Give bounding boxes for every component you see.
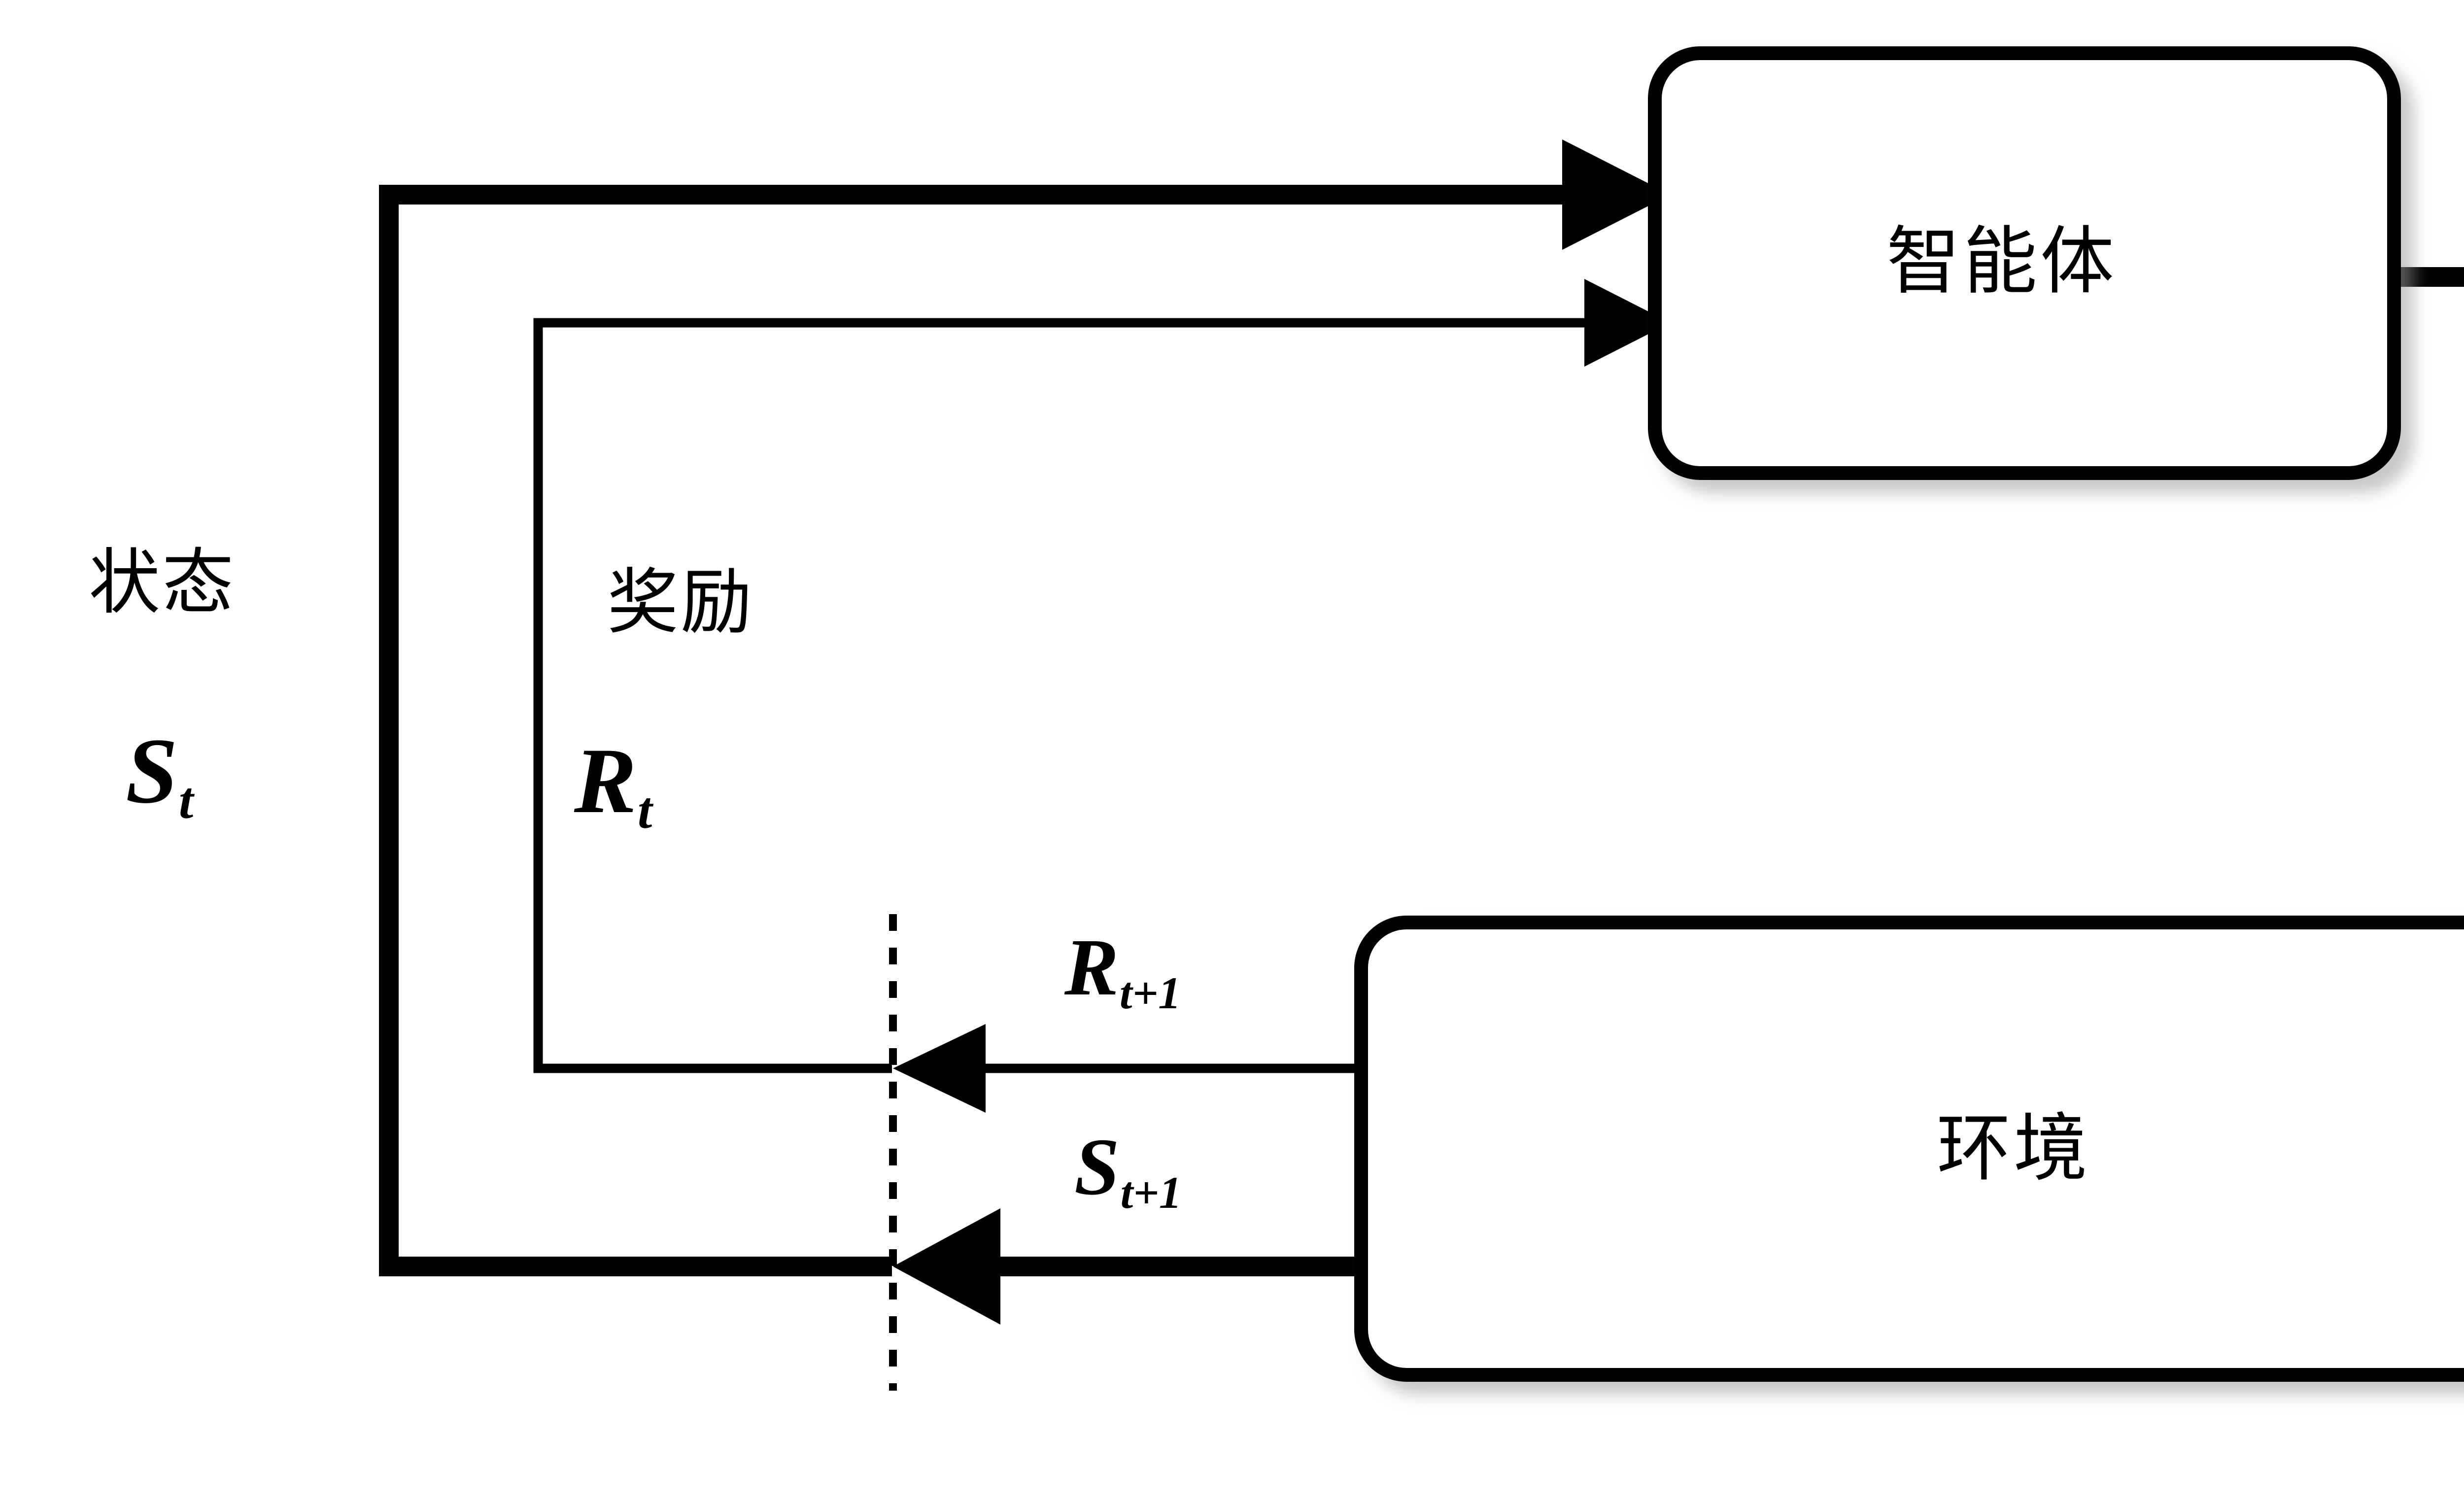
environment-node-label: 环境 [1937, 1107, 2091, 1190]
state-symbol-base: S [126, 719, 178, 823]
state-symbol-subscript: t [178, 771, 194, 830]
agent-node-box[interactable] [1648, 46, 2401, 480]
next-reward-symbol-subscript: t+1 [1119, 967, 1181, 1018]
cut-off-caption [128, 1492, 1705, 1503]
state-edge-path [379, 139, 1671, 1276]
next-state-symbol-subscript: t+1 [1120, 1167, 1182, 1218]
reward-symbol-subscript: t [637, 781, 652, 840]
agent-node-label: 智能体 [1886, 220, 2118, 303]
next-state-symbol: St+1 [1074, 1126, 1182, 1215]
reward-label-text: 奖励 [607, 562, 754, 642]
next-reward-symbol: Rt+1 [1064, 926, 1181, 1016]
next-state-symbol-base: S [1074, 1122, 1120, 1212]
reward-symbol-base: R [574, 729, 637, 833]
state-arrowhead-into-agent [1562, 139, 1671, 250]
reward-edge-path [533, 279, 1671, 1073]
environment-node-box[interactable] [1354, 916, 2464, 1382]
next-state-edge [893, 1208, 1360, 1325]
state-symbol: St [126, 724, 193, 827]
next-reward-symbol-base: R [1064, 922, 1119, 1012]
reward-symbol: Rt [574, 734, 652, 837]
next-reward-arrowhead [893, 1024, 986, 1113]
next-reward-edge [893, 1024, 1360, 1113]
next-state-arrowhead [893, 1208, 1000, 1325]
state-label-text: 状态 [89, 543, 236, 622]
reward-arrowhead-into-agent [1584, 279, 1671, 367]
